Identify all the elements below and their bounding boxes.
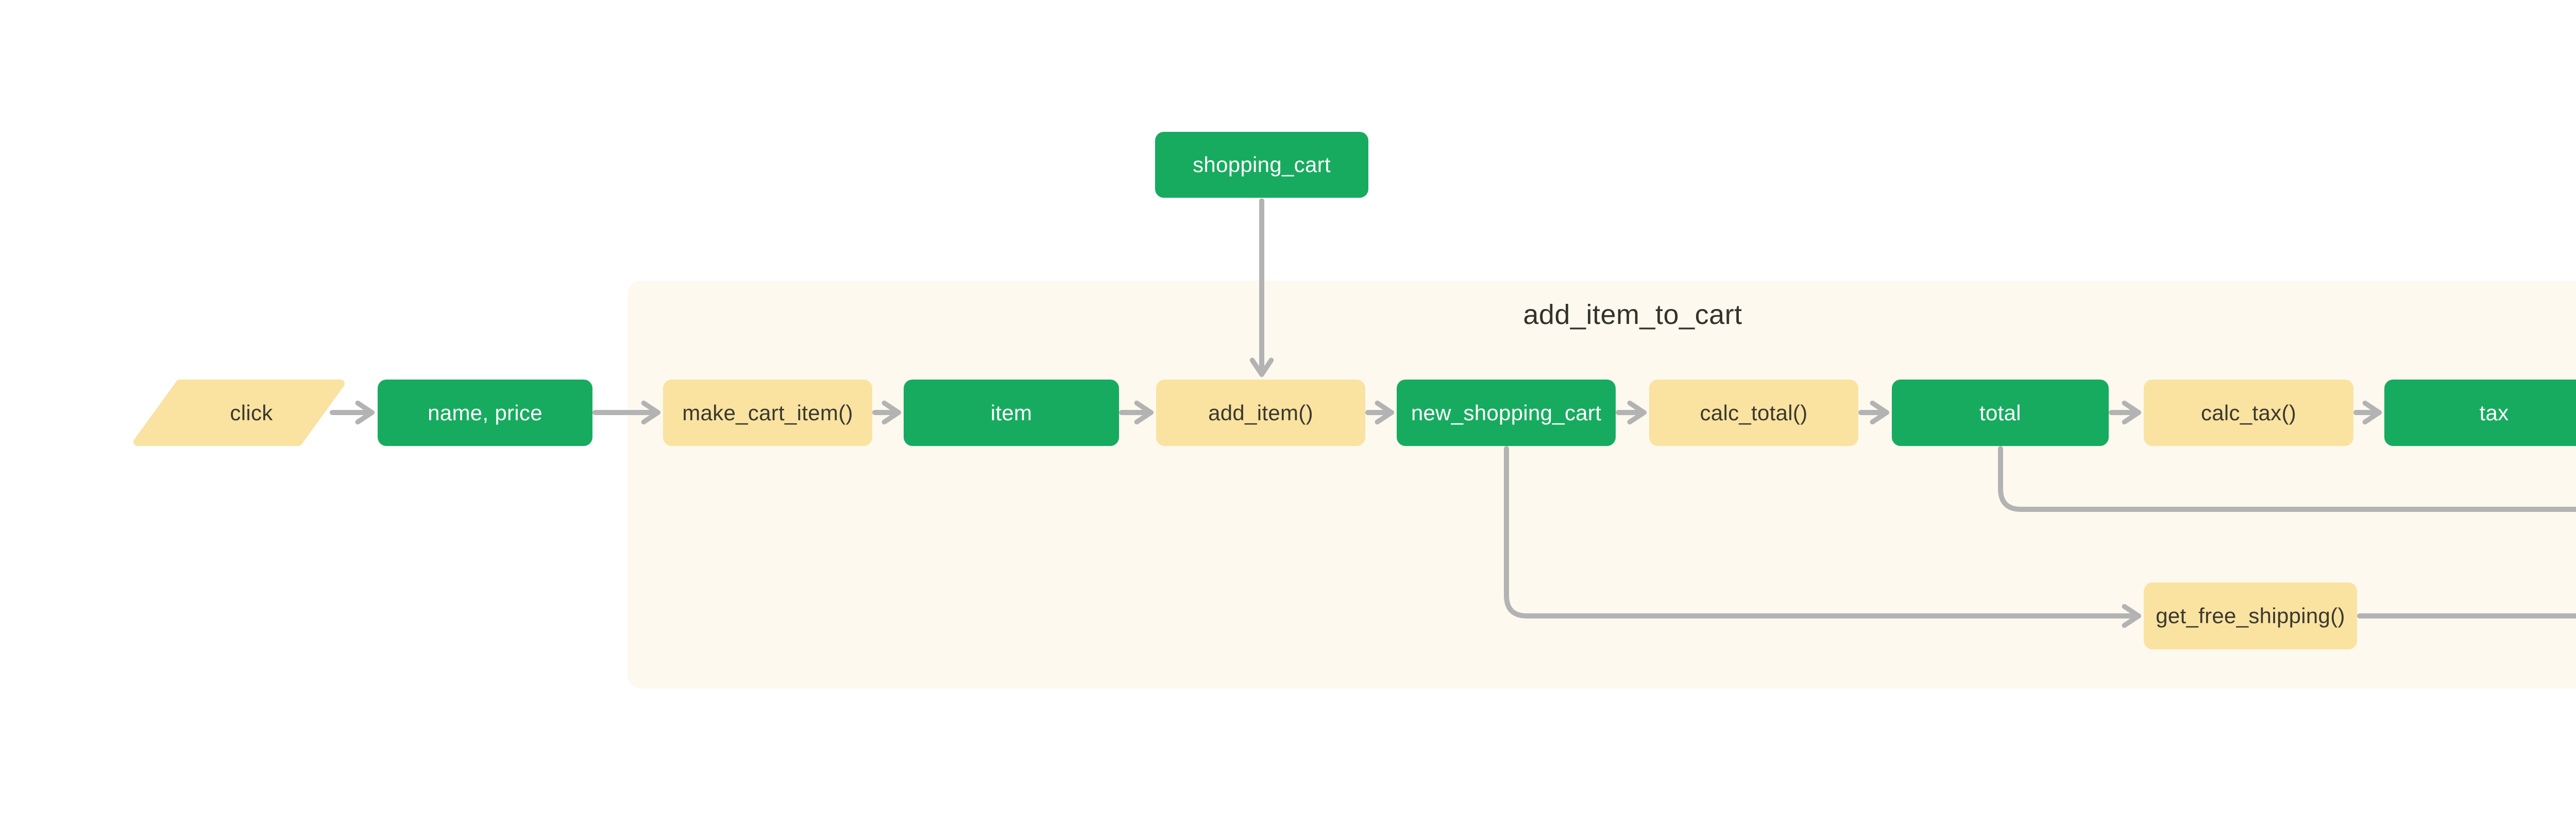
node-label: shopping_cart <box>1193 152 1331 177</box>
node-calc-tax[interactable]: calc_tax() <box>2144 380 2353 446</box>
node-total[interactable]: total <box>1892 380 2109 446</box>
node-name-price[interactable]: name, price <box>378 380 592 446</box>
node-shopping-cart[interactable]: shopping_cart <box>1155 132 1368 198</box>
node-click[interactable]: click <box>133 380 345 446</box>
edge-new-shopping-cart-to-get-free-shipping <box>1504 446 2141 616</box>
parallelogram-shape <box>133 380 345 446</box>
node-tax[interactable]: tax <box>2384 380 2576 446</box>
node-label: item <box>990 400 1032 425</box>
node-get-free-shipping[interactable]: get_free_shipping() <box>2144 582 2357 649</box>
node-label: total <box>1979 400 2021 425</box>
node-make-cart-item[interactable]: make_cart_item() <box>663 380 872 446</box>
edge-total-to-set-cart-total-dom <box>1998 446 2576 512</box>
node-new-shopping-cart[interactable]: new_shopping_cart <box>1397 380 1616 446</box>
node-label: calc_tax() <box>2200 400 2297 425</box>
node-item[interactable]: item <box>904 380 1119 446</box>
node-label: name, price <box>428 400 543 425</box>
node-label: get_free_shipping() <box>2156 604 2345 628</box>
node-calc-total[interactable]: calc_total() <box>1649 380 1858 446</box>
node-label: calc_total() <box>1700 400 1808 425</box>
node-add-item[interactable]: add_item() <box>1156 380 1365 446</box>
node-label: click <box>230 400 273 425</box>
scope-title: add_item_to_cart <box>1523 299 1742 330</box>
node-label: add_item() <box>1208 400 1313 425</box>
node-label: tax <box>2479 400 2509 425</box>
node-label: make_cart_item() <box>682 400 853 425</box>
node-label: new_shopping_cart <box>1411 400 1602 425</box>
